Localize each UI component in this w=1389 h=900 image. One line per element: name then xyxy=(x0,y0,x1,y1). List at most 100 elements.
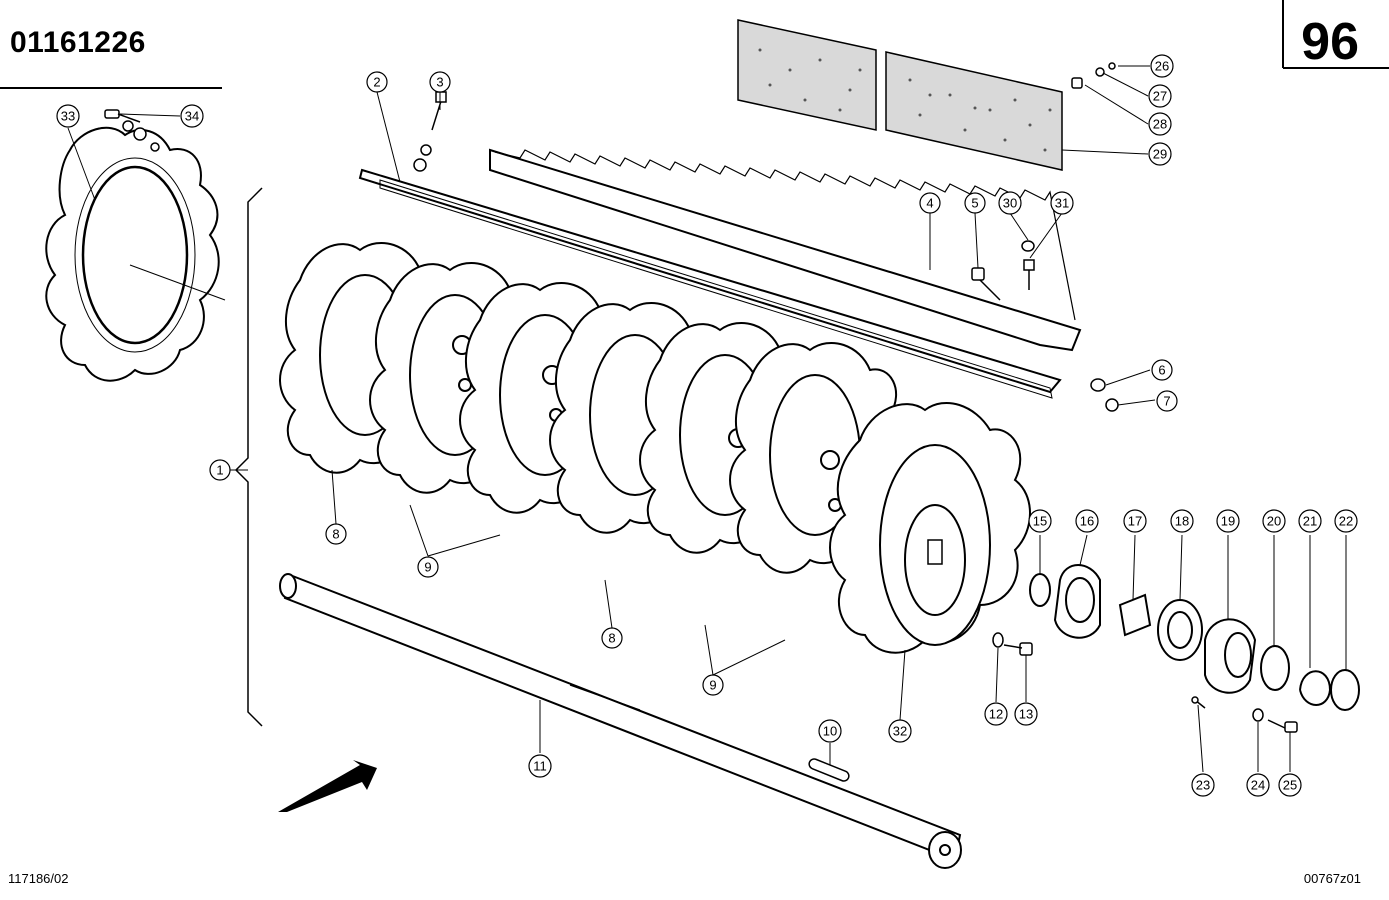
callout-25: 25 xyxy=(1278,773,1302,797)
callout-8a: 8 xyxy=(325,523,347,545)
callout-13: 13 xyxy=(1014,702,1038,726)
bolt-part-13 xyxy=(1003,642,1033,656)
callout-9b: 9 xyxy=(702,674,724,696)
callout-10: 10 xyxy=(818,719,842,743)
page-number: 96 xyxy=(1301,13,1359,71)
svg-text:4: 4 xyxy=(926,196,933,211)
ring-part-20 xyxy=(1260,645,1290,691)
callout-28: 28 xyxy=(1148,112,1172,136)
callout-12: 12 xyxy=(984,702,1008,726)
svg-text:13: 13 xyxy=(1019,707,1033,722)
svg-text:12: 12 xyxy=(989,707,1003,722)
callout-20: 20 xyxy=(1262,509,1286,533)
svg-text:34: 34 xyxy=(185,109,199,124)
callout-34: 34 xyxy=(180,104,204,128)
callout-8b: 8 xyxy=(601,627,623,649)
svg-text:8: 8 xyxy=(332,527,339,542)
callout-3: 3 xyxy=(429,71,451,93)
sprocket-stack xyxy=(279,241,1031,654)
callout-21: 21 xyxy=(1298,509,1322,533)
callout-1: 1 xyxy=(209,459,231,481)
callout-23: 23 xyxy=(1191,773,1215,797)
sleeve-part-17 xyxy=(1118,593,1152,637)
callouts: 1 2 3 4 5 6 7 8 8 9 9 10 11 12 13 15 16 … xyxy=(56,54,1358,797)
callout-26: 26 xyxy=(1150,54,1174,78)
callout-32: 32 xyxy=(888,719,912,743)
svg-text:7: 7 xyxy=(1163,394,1170,409)
callout-19: 19 xyxy=(1216,509,1240,533)
callout-29: 29 xyxy=(1148,142,1172,166)
svg-text:1: 1 xyxy=(216,463,223,478)
sprocket-part-33 xyxy=(45,126,226,382)
svg-text:15: 15 xyxy=(1033,514,1047,529)
svg-text:3: 3 xyxy=(436,75,443,90)
callout-15: 15 xyxy=(1028,509,1052,533)
toothed-strip-part-4 xyxy=(489,148,1082,352)
callout-30: 30 xyxy=(998,191,1022,215)
bearing-assembly xyxy=(1029,564,1360,711)
locking-collar-part-22 xyxy=(1330,669,1360,711)
svg-text:32: 32 xyxy=(893,724,907,739)
callout-18: 18 xyxy=(1170,509,1194,533)
svg-text:16: 16 xyxy=(1080,514,1094,529)
key-part-10 xyxy=(808,758,850,782)
callout-2: 2 xyxy=(366,71,388,93)
wear-strip-part-29 xyxy=(737,19,1063,171)
svg-text:9: 9 xyxy=(709,678,716,693)
svg-text:11: 11 xyxy=(533,759,547,774)
bolt-part-3 xyxy=(413,91,447,172)
svg-text:2: 2 xyxy=(373,75,380,90)
svg-text:30: 30 xyxy=(1003,196,1017,211)
svg-text:33: 33 xyxy=(61,109,75,124)
svg-text:23: 23 xyxy=(1196,778,1210,793)
callout-11: 11 xyxy=(528,754,552,778)
callout-7: 7 xyxy=(1156,390,1178,412)
bolt-part-31 xyxy=(1023,259,1035,290)
leader-lines xyxy=(67,65,1347,773)
svg-text:29: 29 xyxy=(1153,147,1167,162)
callout-31: 31 xyxy=(1050,191,1074,215)
shaft-part-11 xyxy=(279,573,962,869)
svg-text:6: 6 xyxy=(1158,363,1165,378)
callout-24: 24 xyxy=(1246,773,1270,797)
callout-17: 17 xyxy=(1123,509,1147,533)
document-number: 01161226 xyxy=(10,26,146,59)
callout-4: 4 xyxy=(919,192,941,214)
angle-rail-part-2 xyxy=(358,168,1062,399)
snap-ring-part-21 xyxy=(1299,670,1332,706)
callout-5: 5 xyxy=(964,192,986,214)
svg-text:28: 28 xyxy=(1153,117,1167,132)
svg-text:21: 21 xyxy=(1303,514,1317,529)
washer-part-30 xyxy=(1021,240,1035,252)
callout-9a: 9 xyxy=(417,556,439,578)
bolt-part-34 xyxy=(104,109,160,152)
callout-27: 27 xyxy=(1148,84,1172,108)
ring-part-15 xyxy=(1029,573,1051,607)
svg-text:18: 18 xyxy=(1175,514,1189,529)
svg-text:5: 5 xyxy=(971,196,978,211)
svg-text:20: 20 xyxy=(1267,514,1281,529)
svg-text:10: 10 xyxy=(823,724,837,739)
bolt-part-28 xyxy=(1071,62,1116,89)
washer-part-12 xyxy=(992,632,1004,648)
assembly-bracket xyxy=(234,187,263,727)
svg-text:17: 17 xyxy=(1128,514,1142,529)
svg-text:25: 25 xyxy=(1283,778,1297,793)
svg-text:27: 27 xyxy=(1153,89,1167,104)
grease-fitting-part-23 xyxy=(1191,696,1206,709)
svg-text:26: 26 xyxy=(1155,59,1169,74)
svg-text:8: 8 xyxy=(608,631,615,646)
svg-text:9: 9 xyxy=(424,560,431,575)
callout-22: 22 xyxy=(1334,509,1358,533)
direction-arrow-icon xyxy=(278,760,377,812)
bolt-part-25 xyxy=(1267,719,1298,733)
title-frame xyxy=(0,0,1389,89)
callout-33: 33 xyxy=(56,104,80,128)
nut-part-7 xyxy=(1105,398,1119,412)
svg-text:19: 19 xyxy=(1221,514,1235,529)
callout-16: 16 xyxy=(1075,509,1099,533)
bolt-part-5 xyxy=(971,267,1001,301)
svg-text:22: 22 xyxy=(1339,514,1353,529)
footer-left-code: 117186/02 xyxy=(8,871,69,886)
